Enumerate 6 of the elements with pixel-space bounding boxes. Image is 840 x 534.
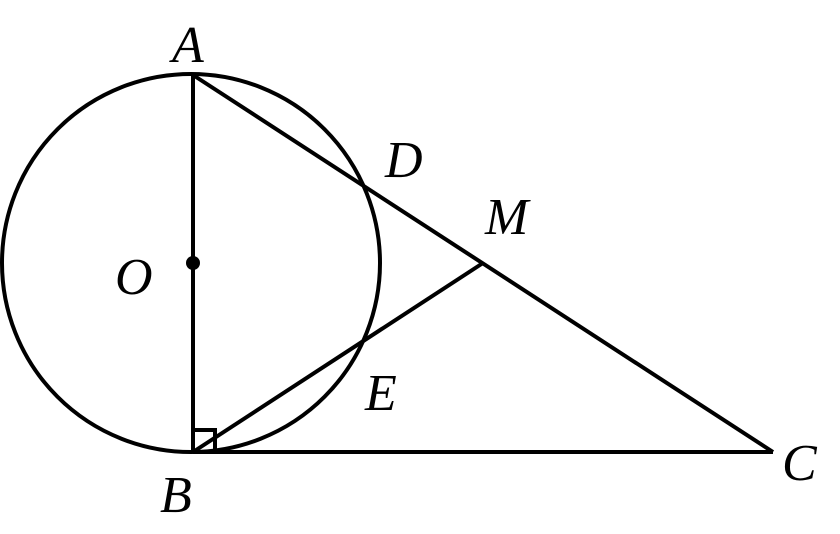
point-label: B — [160, 470, 192, 522]
point-label: C — [782, 438, 817, 490]
point-label: E — [365, 368, 397, 420]
point-label: D — [385, 135, 423, 187]
point-label: M — [485, 192, 528, 244]
point-label: O — [115, 252, 153, 304]
